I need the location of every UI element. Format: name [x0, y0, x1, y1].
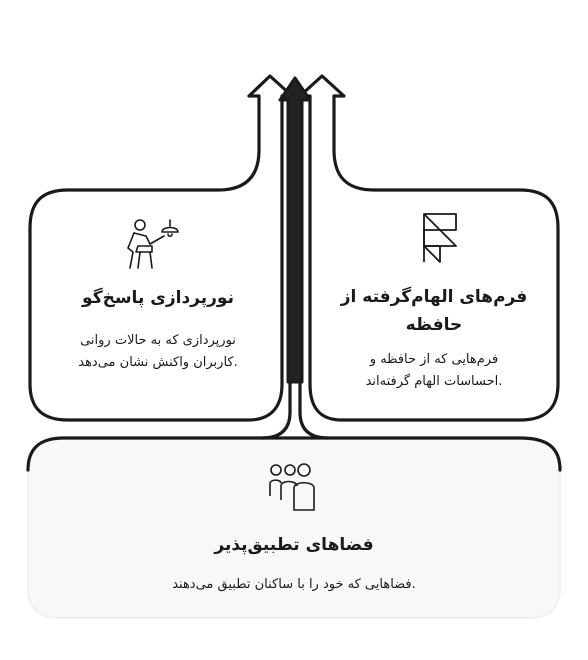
center-arrow — [278, 76, 312, 384]
bottom-card-title: فضاهای تطبیق‌پذیر — [214, 535, 374, 555]
right-connector-arrow — [298, 74, 560, 422]
right-card-desc-line1: فرم‌هایی که از حافظه و — [369, 352, 499, 367]
right-card-desc-line2: .احساسات الهام گرفته‌اند — [365, 374, 503, 389]
bottom-card-top-edge — [26, 436, 562, 472]
right-card-title-line1: فرم‌های الهام‌گرفته از — [340, 287, 528, 307]
left-card-desc-line1: نورپردازی که به حالات روانی — [80, 333, 236, 348]
people-group-icon — [269, 463, 315, 511]
left-connector-arrow — [28, 74, 294, 422]
right-card-title-line2: حافظه — [405, 315, 463, 335]
left-card-title: نورپردازی پاسخ‌گو — [82, 288, 234, 308]
left-card-desc-line2: .کاربران واکنش نشان می‌دهد — [78, 355, 238, 370]
right-connector-outer-line — [298, 98, 330, 440]
person-with-lamp-icon — [127, 219, 179, 269]
bottom-card-desc: .فضاهایی که خود را با ساکنان تطبیق می‌ده… — [172, 577, 416, 592]
left-connector-outer-line — [260, 98, 292, 440]
framer-logo-icon — [423, 213, 457, 263]
